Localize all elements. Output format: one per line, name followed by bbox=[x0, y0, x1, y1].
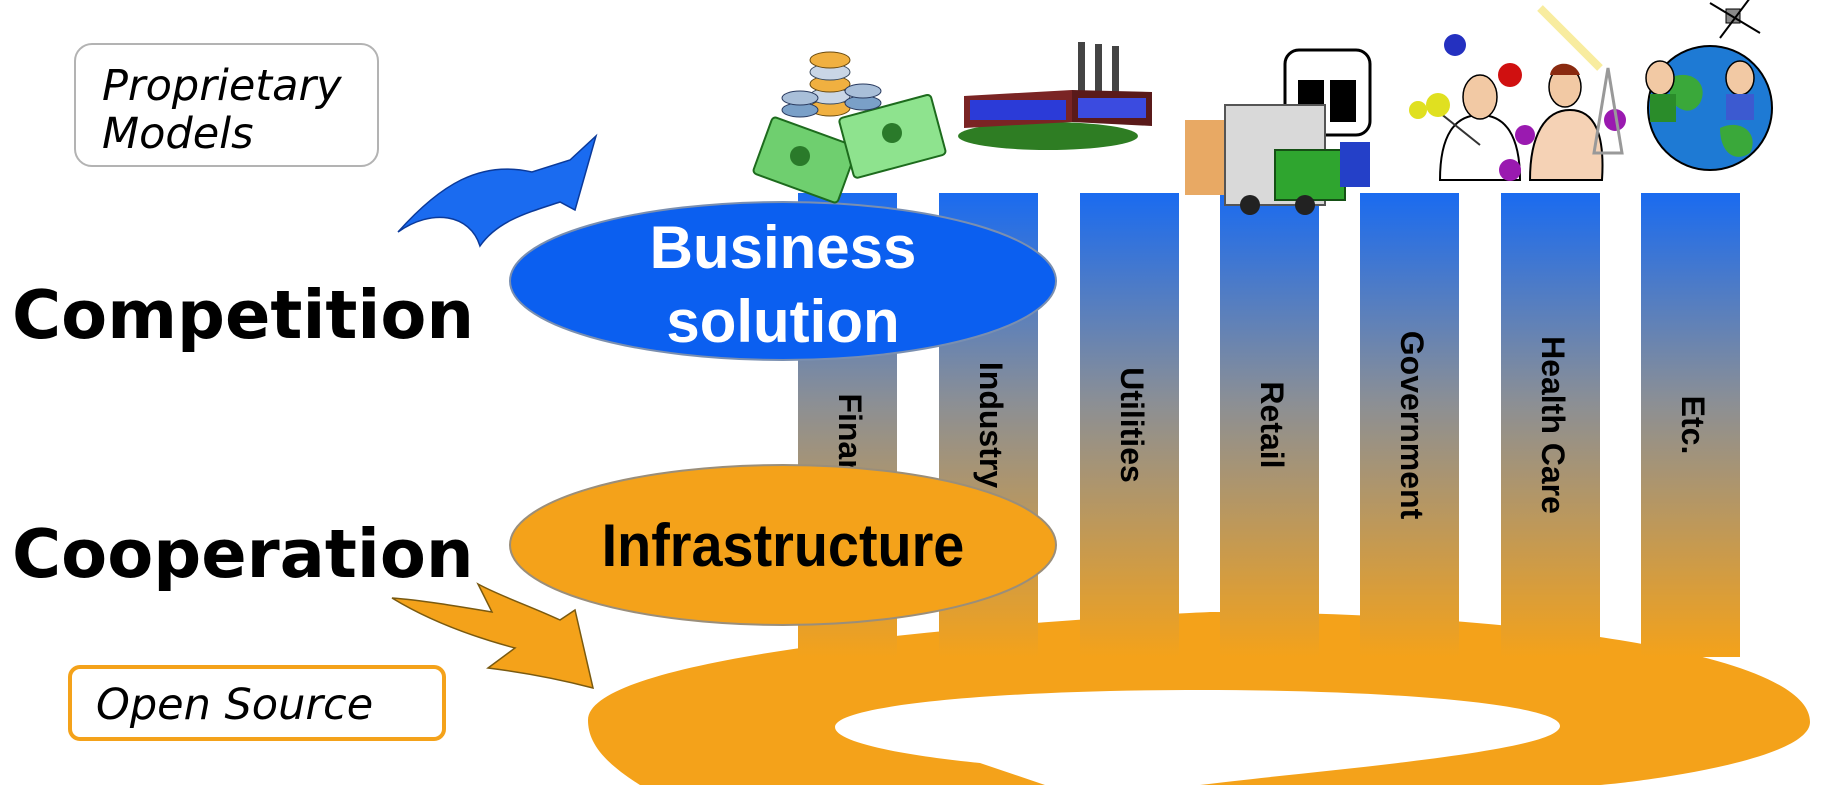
open-source-label: Open Source bbox=[96, 680, 374, 730]
infrastructure-ellipse: Infrastructure bbox=[509, 464, 1057, 626]
proprietary-line2: Models bbox=[102, 109, 254, 159]
pillar-3 bbox=[1080, 193, 1179, 657]
cycle-ring bbox=[588, 612, 1810, 785]
competition-label: Competition bbox=[12, 276, 474, 354]
pillar-label: Retail bbox=[1254, 381, 1290, 468]
factory-icon bbox=[958, 42, 1152, 150]
orange-down-arrow bbox=[391, 582, 595, 690]
truck-gift-icon bbox=[1185, 48, 1372, 215]
cooperation-label: Cooperation bbox=[12, 515, 474, 593]
open-source-box: Open Source bbox=[68, 665, 446, 741]
blue-up-arrow bbox=[397, 133, 598, 248]
business-line2: solution bbox=[666, 288, 899, 355]
pillar-label: Utilities bbox=[1114, 367, 1150, 483]
pillar-label: Etc. bbox=[1675, 396, 1711, 455]
proprietary-models-box: Proprietary Models bbox=[74, 43, 379, 167]
business-solution-ellipse: Business solution bbox=[509, 201, 1057, 361]
business-line1: Business bbox=[650, 214, 917, 281]
pillar-6 bbox=[1501, 193, 1600, 657]
pillar-4 bbox=[1220, 193, 1319, 657]
money-icon bbox=[752, 51, 947, 204]
pillar-7 bbox=[1641, 193, 1740, 657]
pillar-label: Health Care bbox=[1535, 336, 1571, 514]
pillar-label: Government bbox=[1394, 331, 1430, 520]
pillar-5 bbox=[1360, 193, 1459, 657]
proprietary-line1: Proprietary bbox=[102, 61, 342, 111]
infrastructure-label: Infrastructure bbox=[602, 513, 965, 579]
scientists-icon bbox=[1409, 34, 1626, 181]
globe-satellite-icon bbox=[1537, 0, 1773, 171]
pillar-label: Industry bbox=[973, 362, 1009, 488]
